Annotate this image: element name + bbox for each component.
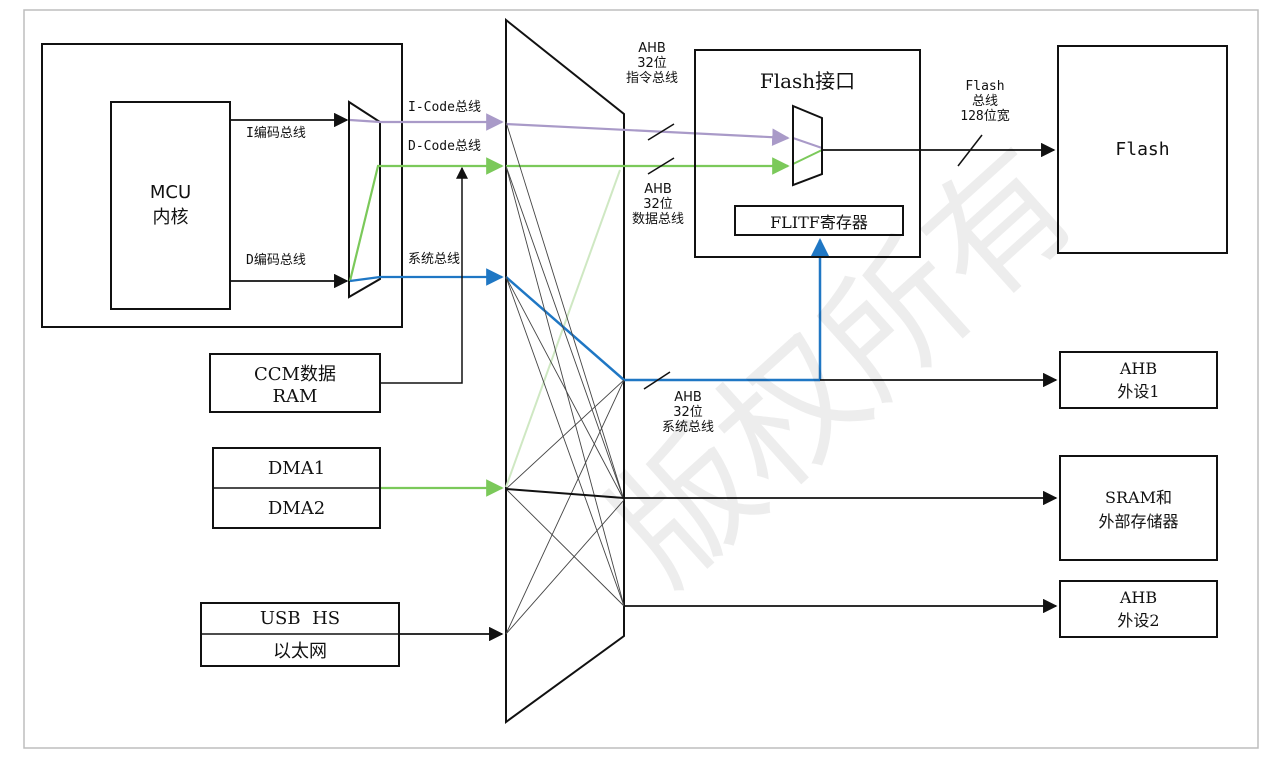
- dma-to-sram: [505, 488, 625, 499]
- flash-interface-box: [694, 49, 921, 258]
- ahb-data-label: AHB 32位 数据总线: [618, 182, 698, 228]
- mcu-label-line2: 内核: [152, 207, 189, 228]
- flash-box: [1057, 45, 1228, 254]
- system-path-1: [349, 268, 504, 286]
- ahb-p1-box: [1059, 351, 1218, 409]
- ccm-line1: CCM数据: [254, 363, 336, 385]
- usb-hs-label: USB HS: [259, 608, 341, 629]
- ahb-instr-l2: 32位: [637, 55, 667, 71]
- ahb-data-l3: 数据总线: [631, 211, 684, 227]
- flash-mux: [792, 104, 823, 187]
- ccm-label: CCM数据 RAM: [210, 354, 380, 412]
- i-bus-label: I编码总线: [246, 126, 306, 141]
- dcode-path-1: [348, 157, 504, 282]
- ahb-p2-line2: 外设2: [1117, 610, 1160, 630]
- icode-path-2: [505, 122, 790, 147]
- dma2-label: DMA2: [267, 497, 326, 519]
- crossbar-lines: [505, 121, 625, 635]
- flash-label: Flash: [1115, 139, 1170, 160]
- slash-sys: [643, 371, 671, 390]
- ahb-p1-line1: AHB: [1119, 358, 1158, 378]
- slash-instr: [647, 123, 675, 141]
- icode-path-3: [792, 137, 823, 149]
- mcu-mux: [348, 100, 381, 299]
- flitf-register-label: FLITF寄存器: [770, 212, 868, 232]
- mcu-core-label: MCU 内核: [111, 102, 230, 309]
- bus-matrix: [505, 17, 625, 724]
- ahb-instr-l3: 指令总线: [625, 70, 678, 86]
- flash-bus-l3: 128位宽: [960, 108, 1010, 124]
- system-bus-label: 系统总线: [408, 252, 461, 267]
- ahb-p1-line2: 外设1: [1117, 381, 1160, 401]
- ahb-sys-l2: 32位: [673, 404, 703, 420]
- ahb-instr-l1: AHB: [638, 41, 666, 56]
- icode-label: I-Code总线: [408, 100, 481, 115]
- ccm-box: [209, 353, 381, 413]
- flash-bus-label: Flash 总线 128位宽: [940, 79, 1030, 125]
- ahb-instr-label: AHB 32位 指令总线: [612, 41, 692, 87]
- mcu-core-box: [110, 101, 231, 310]
- sram-label: SRAM和 外部存储器: [1060, 456, 1217, 560]
- ahb-sys-l1: AHB: [674, 390, 702, 405]
- mcu-label-line1: MCU: [149, 182, 192, 203]
- sram-line1: SRAM和: [1105, 488, 1172, 507]
- outer-frame: [23, 9, 1259, 749]
- ahb-data-l1: AHB: [644, 182, 672, 197]
- ethernet-label: 以太网: [273, 641, 327, 662]
- flash-bus-l1: Flash: [965, 79, 1005, 94]
- flash-interface-title: Flash接口: [759, 69, 856, 93]
- ahb-sys-label: AHB 32位 系统总线: [648, 390, 728, 436]
- ahb-sys-l3: 系统总线: [661, 419, 714, 435]
- ccm-line: [380, 166, 468, 384]
- sram-line2: 外部存储器: [1098, 512, 1179, 531]
- mcu-outer-box: [41, 43, 403, 328]
- icode-path-1: [349, 113, 504, 131]
- flitf-register-box: [734, 205, 904, 236]
- sram-box: [1059, 455, 1218, 561]
- ahb-p1-label: AHB 外设1: [1060, 352, 1217, 408]
- dcode-label: D-Code总线: [408, 139, 481, 154]
- ahb-data-l2: 32位: [643, 196, 673, 212]
- ahb-p2-line1: AHB: [1119, 587, 1158, 607]
- dcode-path-3: [792, 149, 823, 165]
- ahb-p2-box: [1059, 580, 1218, 638]
- dma1-label: DMA1: [267, 457, 326, 479]
- slash-data: [647, 157, 675, 175]
- d-bus-label: D编码总线: [246, 253, 306, 268]
- flash-bus-l2: 总线: [971, 93, 998, 109]
- ccm-line2: RAM: [272, 385, 318, 407]
- ahb-p2-label: AHB 外设2: [1060, 581, 1217, 637]
